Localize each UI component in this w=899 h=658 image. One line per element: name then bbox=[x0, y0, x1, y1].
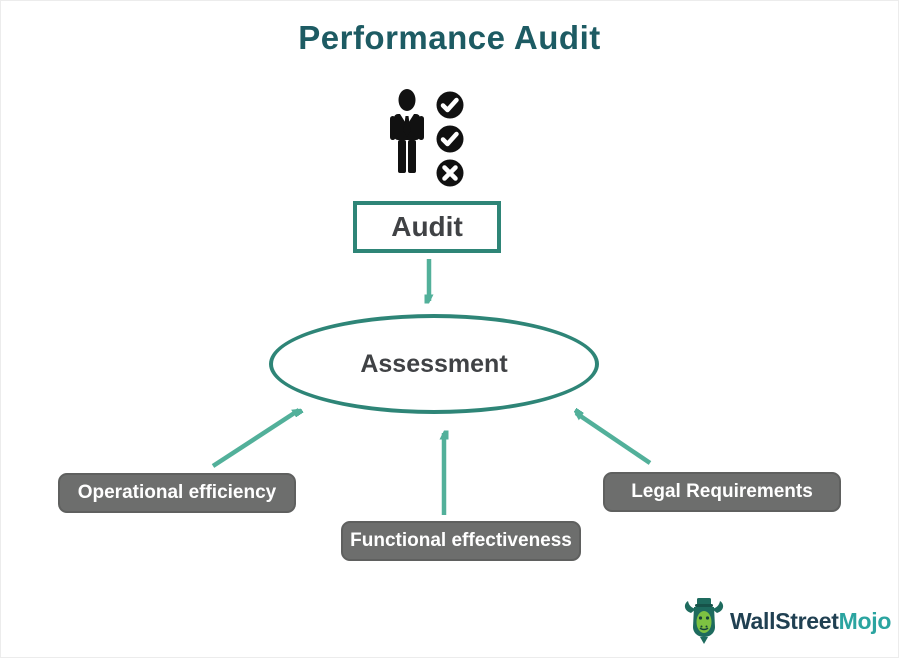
wallstreetmojo-wordmark: WallStreetMojo bbox=[730, 608, 891, 635]
page-title: Performance Audit bbox=[298, 19, 601, 56]
audit-box: Audit bbox=[353, 201, 501, 253]
factor-label: Legal Requirements bbox=[631, 481, 813, 502]
wordmark-wallstreet: WallStreet bbox=[730, 607, 839, 634]
factor-legal-requirements: Legal Requirements bbox=[603, 472, 841, 512]
check-circle-icon bbox=[436, 125, 464, 153]
wallstreetmojo-bull-icon bbox=[684, 598, 724, 644]
audit-label: Audit bbox=[391, 211, 463, 242]
cross-circle-icon bbox=[436, 159, 464, 187]
person-icon bbox=[390, 89, 424, 173]
factor-functional-effectiveness: Functional effectiveness bbox=[341, 521, 581, 561]
wordmark-mojo: Mojo bbox=[838, 607, 892, 634]
factor-label: Operational efficiency bbox=[77, 482, 277, 503]
factor-label: Functional effectiveness bbox=[350, 530, 572, 551]
check-circle-icon bbox=[436, 91, 464, 119]
factor-operational-efficiency: Operational efficiency bbox=[58, 473, 296, 513]
arrow-legal-to-assessment bbox=[576, 413, 652, 465]
auditor-checklist-icon bbox=[390, 89, 464, 187]
assessment-ellipse: Assessment bbox=[269, 314, 599, 414]
assessment-label: Assessment bbox=[360, 349, 508, 378]
wallstreetmojo-logo: WallStreetMojo bbox=[684, 597, 891, 645]
arrow-operational-to-assessment bbox=[211, 410, 299, 468]
